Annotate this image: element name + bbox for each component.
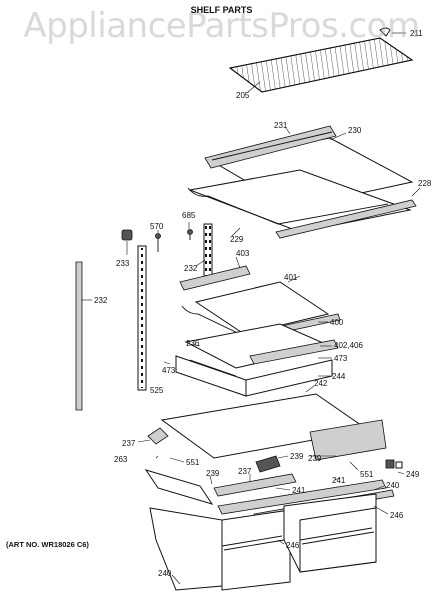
shelf-support-233 — [121, 229, 133, 241]
callout-403: 403 — [236, 249, 250, 258]
callout-239-right: 239 — [308, 454, 322, 463]
callout-240-right: 240 — [386, 481, 400, 490]
callout-237-mid: 237 — [238, 467, 252, 476]
callout-400: 400 — [330, 318, 344, 327]
lower-glass-shelf — [144, 393, 387, 505]
callout-240-left: 240 — [158, 569, 172, 578]
diagram-title: SHELF PARTS — [190, 5, 253, 15]
crisper-cover-frame — [175, 323, 339, 397]
callout-233: 233 — [116, 259, 130, 268]
callout-231: 231 — [274, 121, 288, 130]
callout-labels: 211 205 231 230 228 685 229 570 233 232 … — [94, 29, 432, 578]
callout-230: 230 — [348, 126, 362, 135]
callout-229: 229 — [230, 235, 244, 244]
callout-473-left: 473 — [162, 366, 176, 375]
leader-lines — [81, 32, 421, 585]
callout-525: 525 — [150, 386, 164, 395]
callout-239-left: 239 — [206, 469, 220, 478]
callout-246-left: 246 — [286, 541, 300, 550]
callout-232-right: 232 — [184, 264, 198, 273]
shelf-ladder-left — [75, 245, 147, 411]
crisper-drawer-left — [149, 507, 291, 591]
screw-685 — [187, 229, 193, 240]
callout-402-406: 402,406 — [334, 341, 363, 350]
wire-shelf — [228, 37, 414, 93]
upper-glass-shelf — [187, 125, 417, 239]
screw-570 — [155, 233, 161, 252]
art-number: (ART NO. WR18026 C6) — [6, 540, 89, 549]
callout-205: 205 — [236, 91, 250, 100]
callout-236: 236 — [186, 339, 200, 348]
callout-570: 570 — [150, 222, 164, 231]
callout-244: 244 — [332, 372, 346, 381]
callout-401: 401 — [284, 273, 298, 282]
callout-551-left: 551 — [186, 458, 200, 467]
callout-685: 685 — [182, 211, 196, 220]
bracket-249 — [385, 459, 403, 469]
callout-228: 228 — [418, 179, 432, 188]
shelf-clip-211 — [379, 27, 391, 37]
callout-242: 242 — [314, 379, 328, 388]
callout-263: 263 — [114, 455, 128, 464]
callout-473-right: 473 — [334, 354, 348, 363]
shelf-ladder-right — [203, 223, 213, 283]
callout-211: 211 — [410, 29, 423, 38]
callout-241-left: 241 — [292, 486, 306, 495]
callout-232-left: 232 — [94, 296, 108, 305]
callout-249: 249 — [406, 470, 420, 479]
callout-551-right: 551 — [360, 470, 374, 479]
callout-239-mid: 239 — [290, 452, 304, 461]
crisper-drawer-right — [283, 493, 377, 573]
callout-237-left: 237 — [122, 439, 136, 448]
callout-241-right: 241 — [332, 476, 346, 485]
callout-246-right: 246 — [390, 511, 404, 520]
